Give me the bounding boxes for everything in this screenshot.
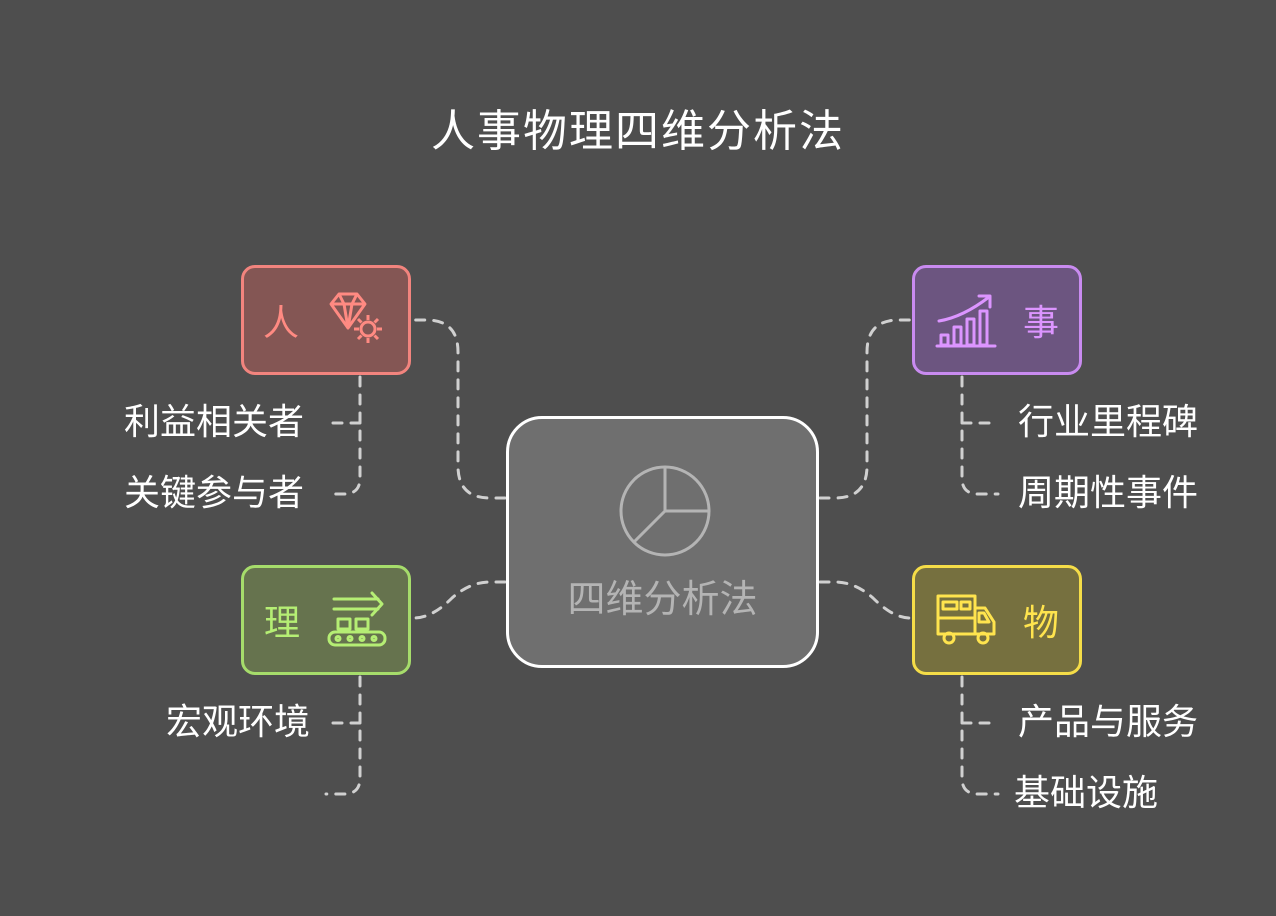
center-node: 四维分析法 xyxy=(506,416,819,668)
leaf-things-1: 产品与服务 xyxy=(1018,702,1199,743)
node-things: 物 xyxy=(912,565,1082,675)
connector-people-items xyxy=(328,375,362,496)
truck-icon xyxy=(935,592,997,648)
connector-center-reason xyxy=(412,580,507,620)
conveyor-arrow-icon xyxy=(326,591,388,649)
node-reason-label: 理 xyxy=(263,603,300,644)
connector-reason-items xyxy=(324,675,362,796)
leaf-people-2: 关键参与者 xyxy=(123,473,304,514)
node-events-label: 事 xyxy=(1022,303,1059,344)
leaf-events-1: 行业里程碑 xyxy=(1018,402,1199,443)
pie-chart-icon xyxy=(617,463,713,563)
node-things-label: 物 xyxy=(1022,603,1059,644)
leaf-things-2: 基础设施 xyxy=(1014,773,1159,814)
leaf-reason-1: 宏观环境 xyxy=(165,702,310,743)
diagram-title: 人事物理四维分析法 xyxy=(431,106,845,157)
connector-things-items xyxy=(960,675,1000,796)
connector-center-events xyxy=(818,318,912,500)
node-people: 人 xyxy=(241,265,411,375)
leaf-people-1: 利益相关者 xyxy=(123,402,304,443)
node-events: 事 xyxy=(912,265,1082,375)
connector-center-people xyxy=(412,318,507,500)
node-people-label: 人 xyxy=(262,303,299,344)
gem-gear-icon xyxy=(325,290,389,350)
connector-events-items xyxy=(960,375,1000,496)
connector-center-things xyxy=(818,580,912,620)
center-label: 四维分析法 xyxy=(567,577,758,621)
node-reason: 理 xyxy=(241,565,411,675)
growth-chart-icon xyxy=(935,291,997,349)
leaf-events-2: 周期性事件 xyxy=(1018,473,1199,514)
